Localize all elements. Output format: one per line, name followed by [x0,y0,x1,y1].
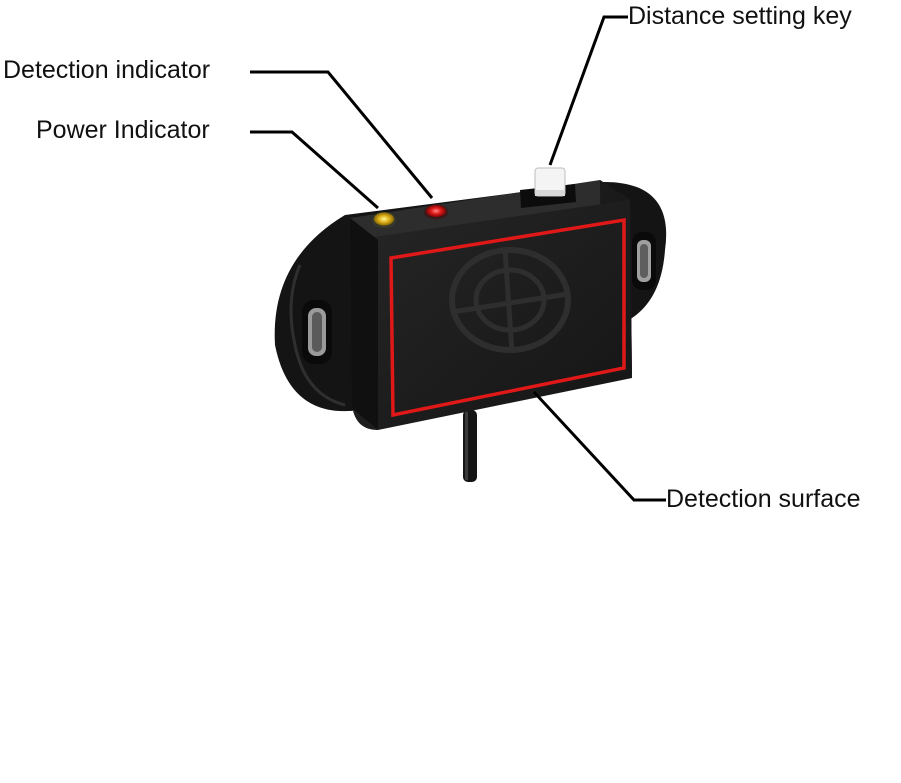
right-mounting-slot [632,232,656,290]
detection-surface [389,217,626,418]
cable [463,410,477,482]
power-indicator-label: Power Indicator [36,116,210,144]
detection-indicator-leader [250,70,434,199]
power-indicator-led [372,212,396,228]
leader-lines [250,15,666,502]
detection-surface-label: Detection surface [666,485,861,513]
distance-setting-key-label: Distance setting key [628,2,852,30]
detection-indicator-led [424,204,448,220]
left-mounting-slot [302,300,332,364]
distance-key-leader [548,15,628,166]
distance-setting-key [520,167,576,208]
detection-surface-leader [532,390,666,502]
power-indicator-leader [250,130,379,210]
detection-indicator-label: Detection indicator [3,56,211,84]
target-symbol [449,247,571,353]
